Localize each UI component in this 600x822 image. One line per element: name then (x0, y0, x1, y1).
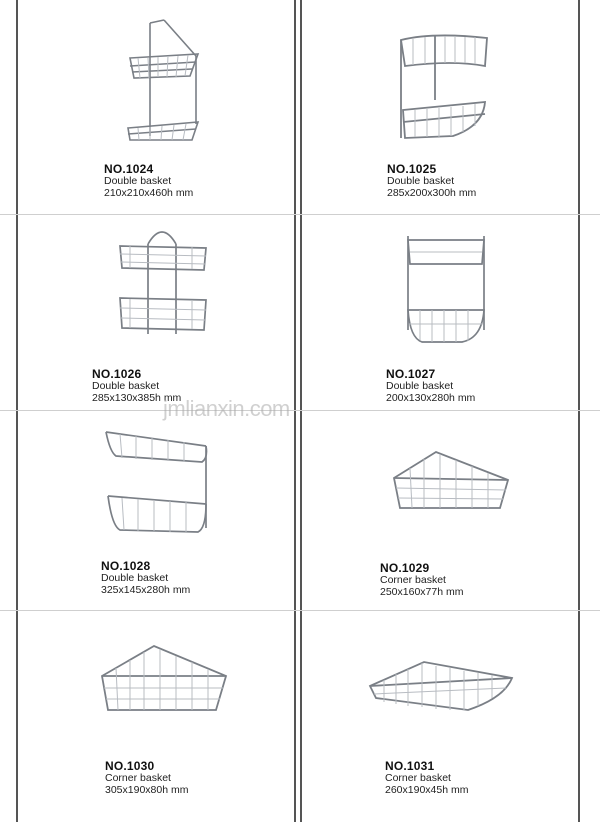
product-caption-1031: NO.1031 Corner basket 260x190x45h mm (385, 760, 468, 796)
product-image-1024 (127, 19, 200, 141)
product-image-1027 (407, 236, 485, 343)
product-description: Double basket (92, 380, 160, 392)
product-description: Corner basket (380, 574, 446, 586)
row-divider-3 (0, 610, 600, 611)
product-dimensions: 260x190x45h mm (385, 784, 469, 796)
product-image-1026 (119, 231, 207, 334)
product-dimensions: 305x190x80h mm (105, 784, 189, 796)
product-number: NO.1027 (386, 367, 436, 381)
product-number: NO.1025 (387, 162, 437, 176)
product-dimensions: 285x130x385h mm (92, 392, 182, 404)
product-number: NO.1028 (101, 559, 151, 573)
watermark-text: jmlianxin.com (163, 396, 290, 421)
product-image-1025 (399, 34, 488, 139)
product-description: Corner basket (385, 772, 451, 784)
left-border-line (16, 0, 18, 822)
product-number: NO.1030 (105, 759, 155, 773)
product-image-1030 (101, 644, 228, 711)
product-description: Corner basket (105, 772, 171, 784)
product-number: NO.1031 (385, 759, 435, 773)
product-number: NO.1026 (92, 367, 142, 381)
product-caption-1029: NO.1029 Corner basket 250x160x77h mm (380, 562, 463, 598)
center-divider-line-2 (300, 0, 302, 822)
product-caption-1024: NO.1024 Double basket 210x210x460h mm (104, 163, 193, 199)
product-number: NO.1024 (104, 162, 154, 176)
product-dimensions: 285x200x300h mm (387, 187, 477, 199)
product-caption-1026: NO.1026 Double basket 285x130x385h mm (92, 368, 181, 404)
product-caption-1028: NO.1028 Double basket 325x145x280h mm (101, 560, 190, 596)
product-image-1029 (392, 450, 510, 509)
product-description: Double basket (387, 175, 455, 187)
product-number: NO.1029 (380, 561, 430, 575)
center-divider-line (294, 0, 296, 822)
product-image-1031 (368, 661, 514, 711)
product-caption-1030: NO.1030 Corner basket 305x190x80h mm (105, 760, 188, 796)
product-description: Double basket (386, 380, 454, 392)
product-description: Double basket (101, 572, 169, 584)
product-caption-1025: NO.1025 Double basket 285x200x300h mm (387, 163, 476, 199)
row-divider-2 (0, 410, 600, 411)
product-image-1028 (105, 431, 208, 533)
row-divider-1 (0, 214, 600, 215)
product-dimensions: 250x160x77h mm (380, 586, 464, 598)
product-description: Double basket (104, 175, 172, 187)
product-dimensions: 200x130x280h mm (386, 392, 476, 404)
product-caption-1027: NO.1027 Double basket 200x130x280h mm (386, 368, 475, 404)
right-border-line (578, 0, 580, 822)
product-dimensions: 210x210x460h mm (104, 187, 194, 199)
product-dimensions: 325x145x280h mm (101, 584, 191, 596)
